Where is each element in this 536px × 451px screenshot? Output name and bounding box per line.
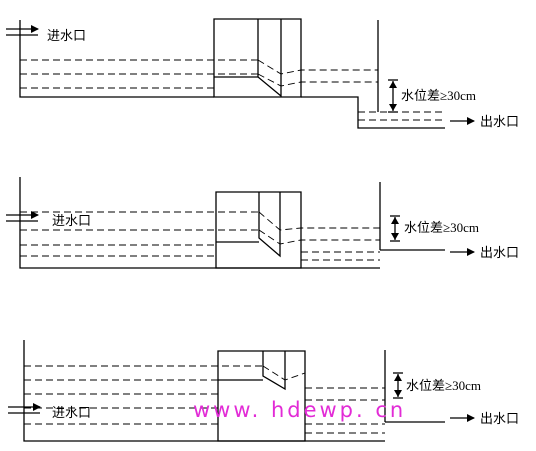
- d1-inlet-label: 进水口: [47, 28, 86, 43]
- d1-outlet-channel-floor: [301, 96, 445, 129]
- diagram-2: 进水口 水位差≥30cm 出水口: [6, 177, 519, 269]
- d3-level-line: [262, 365, 306, 381]
- d3-middle-chamber: [217, 350, 306, 442]
- d2-diff-label: 水位差≥30cm: [404, 220, 479, 235]
- d3-diff-label: 水位差≥30cm: [406, 378, 481, 393]
- d1-diff-label: 水位差≥30cm: [401, 88, 476, 103]
- d2-outlet-label: 出水口: [480, 245, 519, 260]
- d1-level-line: [257, 59, 378, 75]
- d1-level-line: [257, 73, 378, 87]
- d2-inlet-label: 进水口: [52, 213, 91, 228]
- d3-outlet-label: 出水口: [480, 411, 519, 426]
- d1-v-weir: [257, 19, 282, 98]
- d3-tank-floor: [23, 340, 385, 442]
- d1-diff-arrowheads: [389, 81, 397, 111]
- d1-left-tank-wall: [19, 20, 214, 98]
- d3-inlet-label: 进水口: [52, 405, 91, 420]
- d2-level-line: [258, 211, 380, 231]
- d2-level-line: [258, 229, 380, 245]
- d2-middle-chamber: [215, 191, 302, 269]
- d1-outlet-label: 出水口: [480, 114, 519, 129]
- diagram-3: 进水口 水位差≥30cm 出水口: [8, 340, 519, 442]
- diagram-1: 进水口 水位差≥30cm 出水口: [6, 18, 519, 129]
- d3-v-weir: [262, 351, 286, 391]
- watermark-text: www. hdewp. cn: [193, 398, 406, 422]
- d3-diff-arrowheads: [394, 374, 402, 397]
- d2-v-weir: [258, 192, 281, 258]
- d2-diff-arrowheads: [391, 217, 399, 240]
